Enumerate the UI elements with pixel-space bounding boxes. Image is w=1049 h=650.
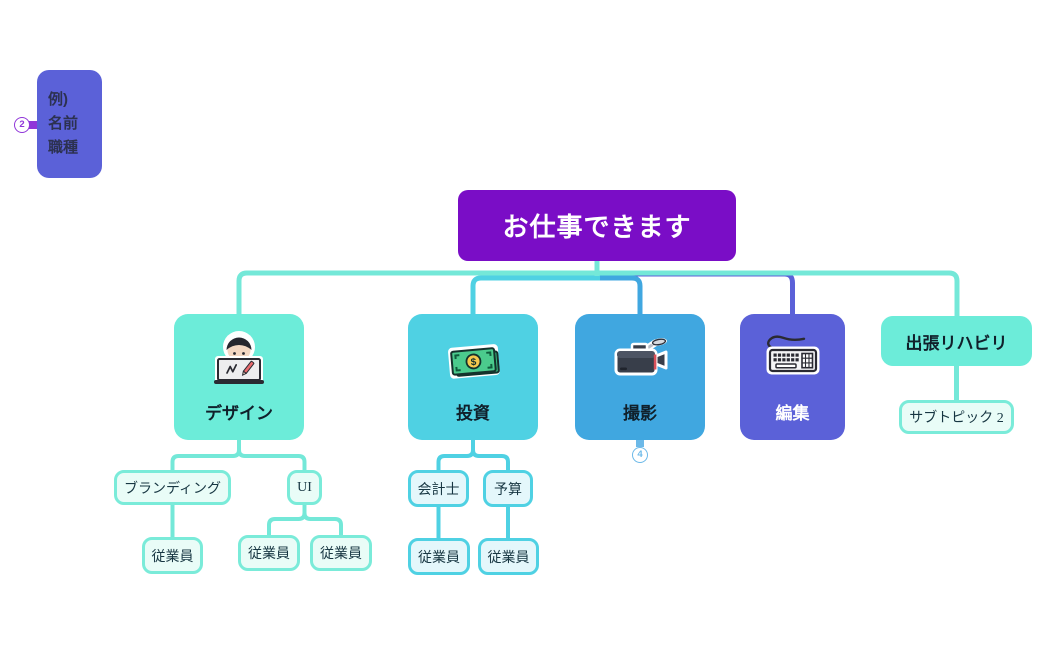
topic-card-rehab[interactable]: 出張リハビリ — [881, 316, 1032, 366]
subtopic-employee-3-label: 従業員 — [320, 547, 362, 562]
connector-ui-employee-right[interactable] — [302, 505, 343, 536]
subtopic-ui[interactable]: UI — [287, 470, 322, 505]
example-line-1: 例) — [48, 91, 68, 108]
subtopic-subtopic2[interactable]: サブトピック 2 — [899, 400, 1014, 434]
marker-2-number: 2 — [19, 119, 25, 131]
connector-ui-employee-left[interactable] — [267, 505, 307, 536]
topic-label-design: デザイン — [205, 404, 273, 423]
root-topic-label: お仕事できます — [502, 212, 692, 242]
connector-design-branding[interactable] — [170, 440, 241, 471]
dollar-glyph: $ — [470, 357, 477, 368]
topic-label-edit: 編集 — [775, 404, 810, 423]
connector-invest-accountant[interactable] — [436, 440, 475, 471]
subtopic-employee-4-label: 従業員 — [418, 550, 460, 566]
marker-2-connector-square — [29, 121, 37, 129]
topic-label-invest: 投資 — [456, 404, 490, 423]
subtopic-employee-3[interactable]: 従業員 — [310, 535, 372, 571]
money-bills-icon: $ — [408, 340, 538, 384]
subtopic-employee-2-label: 従業員 — [248, 547, 290, 562]
subtopic-subtopic2-label: サブトピック 2 — [909, 411, 1004, 426]
topic-label-film: 撮影 — [623, 404, 657, 423]
subtopic-accountant[interactable]: 会計士 — [408, 470, 469, 507]
subtopic-accountant-label: 会計士 — [417, 482, 460, 498]
example-line-2: 名前 — [48, 115, 79, 132]
person-laptop-drawing-icon — [174, 331, 304, 387]
topic-card-invest[interactable]: $ 投資 — [408, 314, 538, 440]
subtopic-employee-5[interactable]: 従業員 — [478, 538, 539, 575]
marker-badge-4[interactable]: 4 — [632, 447, 648, 463]
topic-card-design[interactable]: デザイン — [174, 314, 304, 440]
video-camera-icon — [575, 335, 705, 381]
connector-invest-budget[interactable] — [471, 440, 510, 471]
subtopic-branding-label: ブランディング — [123, 481, 222, 497]
subtopic-employee-1[interactable]: 従業員 — [142, 537, 203, 574]
example-line-3: 職種 — [48, 139, 79, 156]
subtopic-branding[interactable]: ブランディング — [114, 470, 231, 505]
marker-badge-2[interactable]: 2 — [14, 117, 30, 133]
marker-4-connector-square — [636, 440, 644, 447]
topic-card-film[interactable]: 撮影 — [575, 314, 705, 440]
subtopic-employee-4[interactable]: 従業員 — [408, 538, 470, 575]
keyboard-icon — [740, 334, 845, 378]
topic-label-rehab: 出張リハビリ — [905, 333, 1008, 353]
root-topic-card[interactable]: お仕事できます — [458, 190, 736, 261]
subtopic-employee-1-label: 従業員 — [151, 549, 194, 565]
topic-card-edit[interactable]: 編集 — [740, 314, 845, 440]
legend-example-card[interactable]: 例) 名前 職種 — [37, 70, 102, 178]
connector-root-invest[interactable] — [470, 275, 600, 315]
connector-root-film[interactable] — [597, 275, 643, 315]
connector-design-ui[interactable] — [237, 440, 307, 471]
subtopic-budget[interactable]: 予算 — [483, 470, 533, 507]
subtopic-ui-label: UI — [297, 479, 312, 495]
subtopic-employee-5-label: 従業員 — [487, 550, 530, 566]
marker-4-number: 4 — [637, 449, 643, 461]
subtopic-budget-label: 予算 — [494, 482, 522, 498]
subtopic-employee-2[interactable]: 従業員 — [238, 535, 300, 571]
